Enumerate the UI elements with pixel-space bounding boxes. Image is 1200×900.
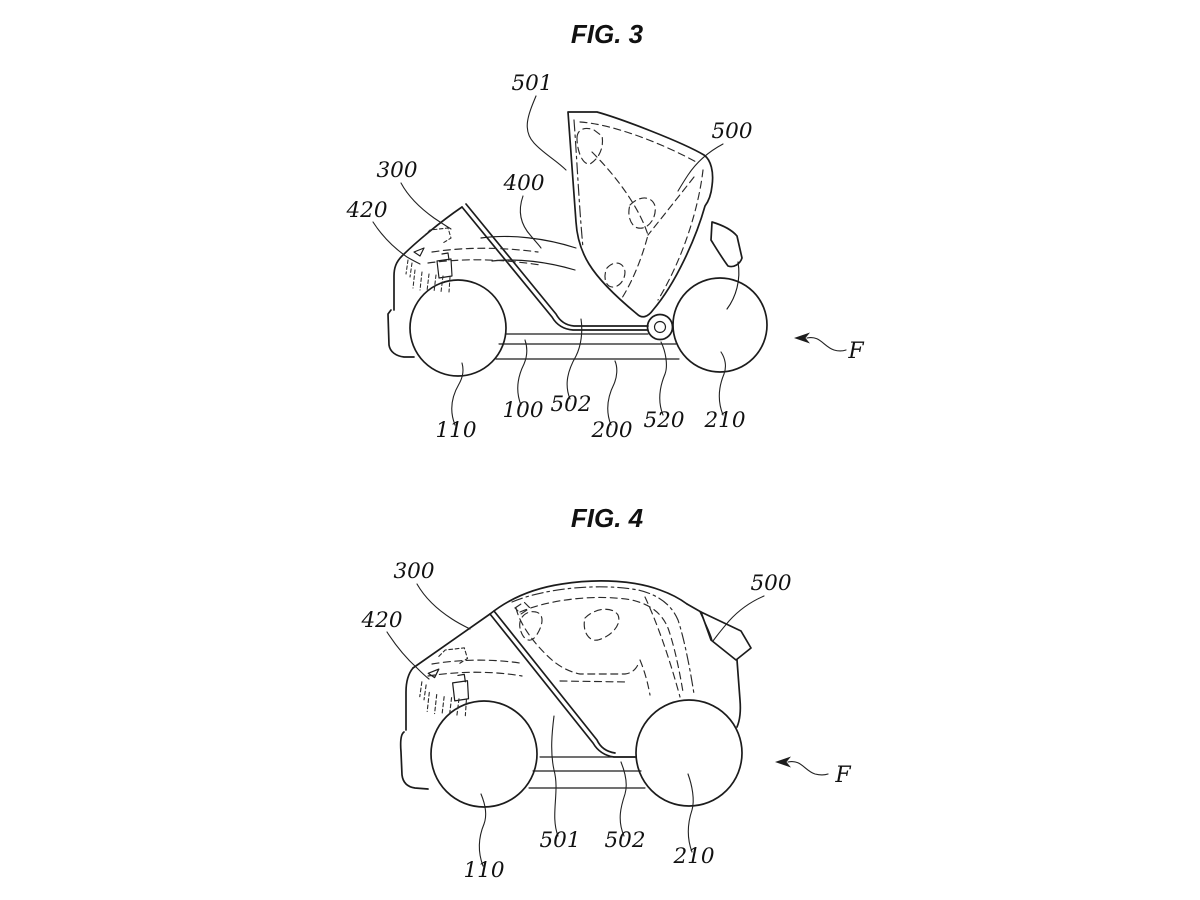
fig3-ref-100: 100 [502, 398, 543, 423]
fig4-cabin-frame [419, 586, 695, 717]
fig3-ref-500: 500 [711, 119, 752, 144]
fig3-door-open [567, 111, 743, 318]
fig3-ref-110: 110 [435, 418, 476, 443]
fig4-ref-501: 501 [539, 828, 580, 853]
fig3-ref-501: 501 [511, 71, 552, 96]
fig3-reference-numerals: 501 500 300 400 420 110 100 502 200 520 … [345, 71, 752, 443]
fig4-ref-420: 420 [360, 608, 402, 633]
fig3-ref-200: 200 [590, 418, 632, 443]
fig4-direction-arrow: F [775, 756, 851, 788]
fig4-direction-label: F [834, 763, 851, 788]
fig3-ref-502: 502 [550, 392, 591, 417]
fig3-leaders [372, 95, 726, 426]
fig3-front-wheel [409, 279, 507, 377]
fig4-ref-300: 300 [393, 559, 434, 584]
fig4-ref-210: 210 [672, 844, 714, 869]
fig3-direction-label: F [847, 339, 864, 364]
fig3-direction-arrow: F [794, 332, 864, 364]
fig3-chassis [495, 333, 680, 360]
fig3-group: FIG. 3 [345, 19, 864, 443]
fig3-hood-body [387, 203, 649, 358]
fig4-title: FIG. 4 [571, 503, 644, 533]
fig3-rear-wheel [672, 277, 768, 373]
fig4-ref-502: 502 [604, 828, 645, 853]
fig3-hinge [646, 313, 674, 341]
fig3-ref-300: 300 [376, 158, 417, 183]
fig4-chassis [528, 756, 646, 789]
fig3-ref-210: 210 [703, 408, 745, 433]
fig4-rear-wheel [635, 699, 743, 807]
fig3-title: FIG. 3 [571, 19, 644, 49]
fig3-ref-420: 420 [345, 198, 387, 223]
fig4-ref-500: 500 [750, 571, 791, 596]
fig4-group: FIG. 4 [360, 503, 851, 883]
fig4-leaders [386, 583, 765, 867]
fig4-ref-110: 110 [463, 858, 504, 883]
fig3-ref-520: 520 [643, 408, 684, 433]
fig4-front-wheel [430, 700, 538, 808]
fig3-ref-400: 400 [502, 171, 544, 196]
fig4-reference-numerals: 300 420 500 110 501 502 210 [360, 559, 791, 883]
